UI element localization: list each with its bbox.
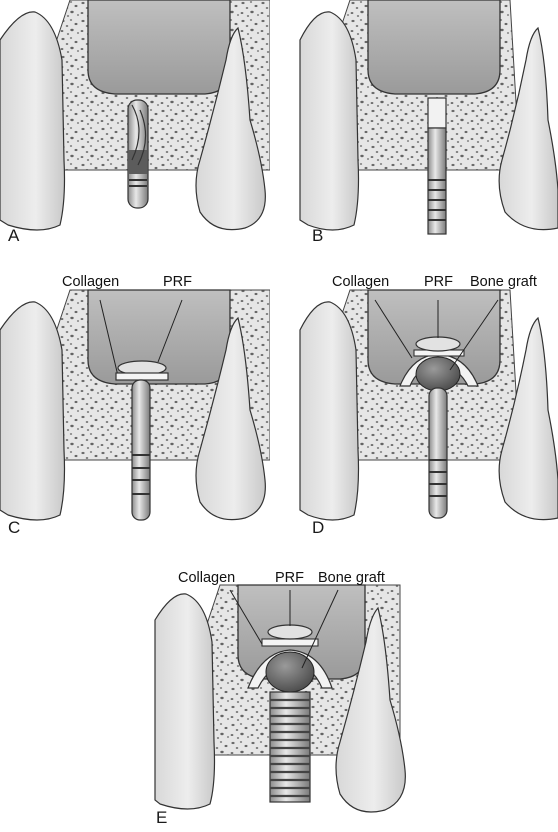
collagen-label: Collagen	[178, 570, 235, 586]
panel-c: Collagen PRF C	[0, 270, 270, 540]
drill	[128, 100, 148, 208]
prf-disc	[416, 337, 460, 351]
panel-letter: C	[8, 518, 20, 538]
dental-implant	[270, 692, 310, 802]
panel-e: Collagen PRF Bone graft E	[150, 560, 420, 832]
bone-graft-label: Bone graft	[318, 570, 385, 586]
osteotome	[429, 388, 447, 518]
left-tooth	[300, 302, 359, 520]
bone-graft	[416, 357, 460, 391]
collagen-membrane	[116, 373, 168, 380]
bone-graft-label: Bone graft	[470, 274, 537, 290]
panel-a: A	[0, 0, 270, 250]
panel-a-illustration	[0, 0, 270, 250]
osteotome	[428, 98, 446, 234]
panel-b-illustration	[290, 0, 558, 250]
prf-label: PRF	[424, 274, 453, 290]
prf-label: PRF	[275, 570, 304, 586]
collagen-label: Collagen	[332, 274, 389, 290]
collagen-label: Collagen	[62, 274, 119, 290]
panel-d: Collagen PRF Bone graft D	[290, 270, 558, 540]
prf-label: PRF	[163, 274, 192, 290]
prf-disc	[268, 625, 312, 639]
left-tooth	[300, 12, 359, 230]
panel-b: B	[290, 0, 558, 250]
collagen-cap	[262, 639, 318, 646]
panel-e-illustration	[150, 560, 420, 832]
panel-letter: E	[156, 808, 167, 828]
panel-d-illustration	[290, 270, 558, 540]
panel-letter: A	[8, 226, 19, 246]
osteotome	[132, 380, 150, 520]
left-tooth	[0, 12, 65, 230]
panel-letter: B	[312, 226, 323, 246]
left-tooth	[155, 594, 215, 809]
panel-letter: D	[312, 518, 324, 538]
panel-c-illustration	[0, 270, 270, 540]
left-tooth	[0, 302, 65, 520]
